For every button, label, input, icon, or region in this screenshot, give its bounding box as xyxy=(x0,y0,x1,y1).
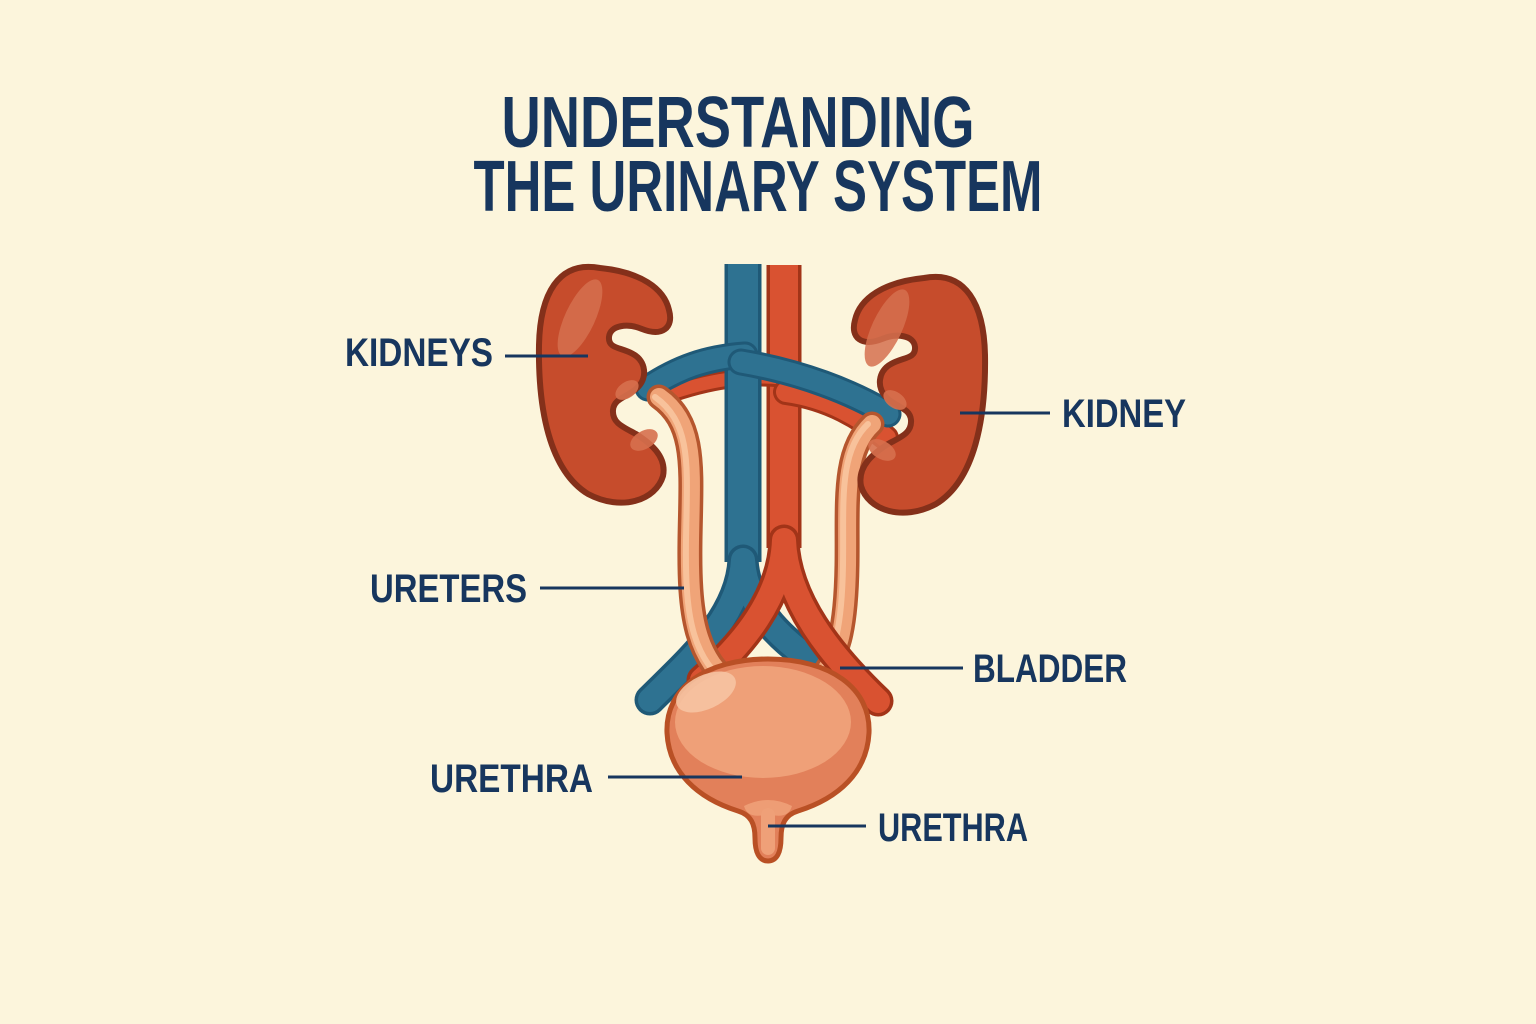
ureter-left xyxy=(646,384,751,702)
vein-legs xyxy=(638,548,852,712)
title-line-2: THE URINARY SYSTEM xyxy=(474,147,1043,227)
label-ureters: URETERS xyxy=(370,567,527,611)
kidney-right xyxy=(850,273,989,516)
label-kidneys: KIDNEYS xyxy=(345,331,493,375)
artery-legs xyxy=(686,524,894,717)
kidney-right-highlight xyxy=(864,289,910,367)
kidney-left xyxy=(535,263,674,506)
label-bladder: BLADDER xyxy=(973,647,1127,691)
label-kidney: KIDNEY xyxy=(1062,392,1186,436)
bladder xyxy=(664,656,872,864)
kidney-right-hilum-lobe-2 xyxy=(868,439,896,461)
renal-vein xyxy=(634,264,902,716)
label-urethra-left: URETHRA xyxy=(430,757,593,801)
kidney-right-hilum-lobe-1 xyxy=(883,390,907,410)
title-line-1: UNDERSTANDING xyxy=(502,83,975,163)
vein-branch-right xyxy=(730,351,899,425)
ureter-left-highlight xyxy=(652,394,737,692)
title: UNDERSTANDING THE URINARY SYSTEM xyxy=(474,83,1043,227)
artery-legs-fill xyxy=(690,528,890,713)
kidney-left-hilum-lobe-2 xyxy=(630,429,658,451)
label-urethra-right: URETHRA xyxy=(878,806,1028,850)
ureter-left-fill xyxy=(650,388,747,698)
bladder-neck xyxy=(744,800,792,816)
bladder-highlight xyxy=(676,671,736,713)
annotations: KIDNEYS KIDNEY URETERS BLADDER URETHRA U… xyxy=(345,331,1186,850)
kidney-left-highlight xyxy=(557,279,603,357)
kidney-left-hilum-lobe-1 xyxy=(615,380,639,400)
